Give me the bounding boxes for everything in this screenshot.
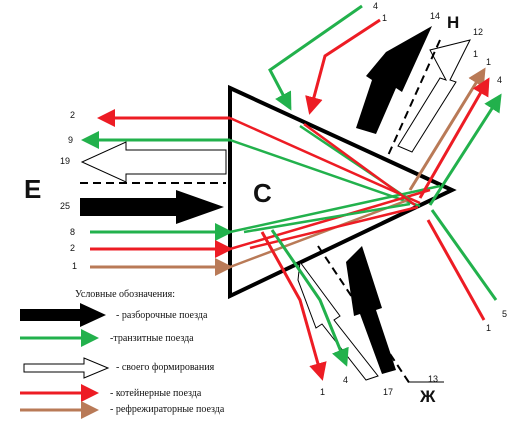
- south-line-g4: [270, 229, 349, 367]
- inner-red-3: [303, 122, 416, 207]
- inner-green-4: [243, 202, 411, 234]
- inner-red-1: [229, 116, 421, 205]
- south-track-dash: [317, 245, 411, 385]
- inner-green-2: [229, 184, 441, 234]
- direction-east-label: Е: [24, 174, 42, 204]
- north-line-r1c: [418, 77, 490, 199]
- north-label-12: 12: [473, 27, 484, 37]
- west-label-2-top: 2: [70, 110, 76, 120]
- legend-icon-own-formation: [23, 357, 110, 379]
- north-line-g4: [268, 4, 363, 111]
- north-arrow-sorting: [356, 26, 432, 134]
- north-line-r1: [305, 18, 381, 115]
- station-triangle: [228, 84, 457, 300]
- legend-title: Условные обозначения:: [75, 289, 176, 300]
- west-label-1: 1: [72, 261, 78, 271]
- legend-label-transit: -транзитные поезда: [110, 333, 194, 344]
- south-label-1b: 1: [486, 323, 492, 333]
- inner-red-2: [229, 188, 431, 251]
- legend-label-own-formation: - своего формирования: [116, 362, 215, 373]
- west-arrow-sorting: [80, 190, 224, 224]
- north-line-g4b: [428, 93, 502, 206]
- south-label-17: 17: [383, 387, 394, 397]
- south-line-r1: [260, 231, 327, 381]
- inner-green-1: [229, 138, 421, 208]
- south-line-r1b: [426, 219, 486, 321]
- legend-label-sorting: - разборочные поезда: [116, 310, 208, 321]
- north-label-14: 14: [430, 11, 441, 21]
- west-label-25: 25: [60, 201, 71, 211]
- direction-south-label: Ж: [420, 387, 436, 406]
- west-label-2-bot: 2: [70, 243, 76, 253]
- north-label-1b: 1: [473, 49, 479, 59]
- inner-brown-1: [229, 198, 409, 269]
- legend-label-container: - котейнерные поезда: [110, 388, 202, 399]
- west-label-9: 9: [68, 135, 74, 145]
- south-label-5: 5: [502, 309, 508, 319]
- station-label: С: [253, 178, 272, 208]
- south-label-4: 4: [343, 375, 349, 385]
- west-label-8: 8: [70, 227, 76, 237]
- north-label-4: 4: [373, 1, 379, 11]
- north-track-dash: [385, 39, 441, 161]
- south-arrow-own-formation: [297, 260, 379, 381]
- south-label-13: 13: [428, 374, 439, 384]
- south-label-1: 1: [320, 387, 326, 397]
- direction-north-label: Н: [447, 13, 460, 32]
- north-line-b1: [408, 67, 486, 191]
- legend-label-refrigerator: - рефрежираторные поезда: [110, 404, 225, 415]
- north-label-4b: 4: [497, 75, 503, 85]
- legend-icon-sorting: [20, 303, 106, 327]
- north-label-1c: 1: [486, 57, 492, 67]
- west-label-19: 19: [60, 156, 71, 166]
- south-line-g5: [430, 209, 498, 301]
- north-arrow-own-formation: [397, 39, 471, 153]
- south-arrow-sorting: [346, 246, 396, 374]
- west-arrow-own-formation: [80, 141, 227, 183]
- north-label-1: 1: [382, 13, 388, 23]
